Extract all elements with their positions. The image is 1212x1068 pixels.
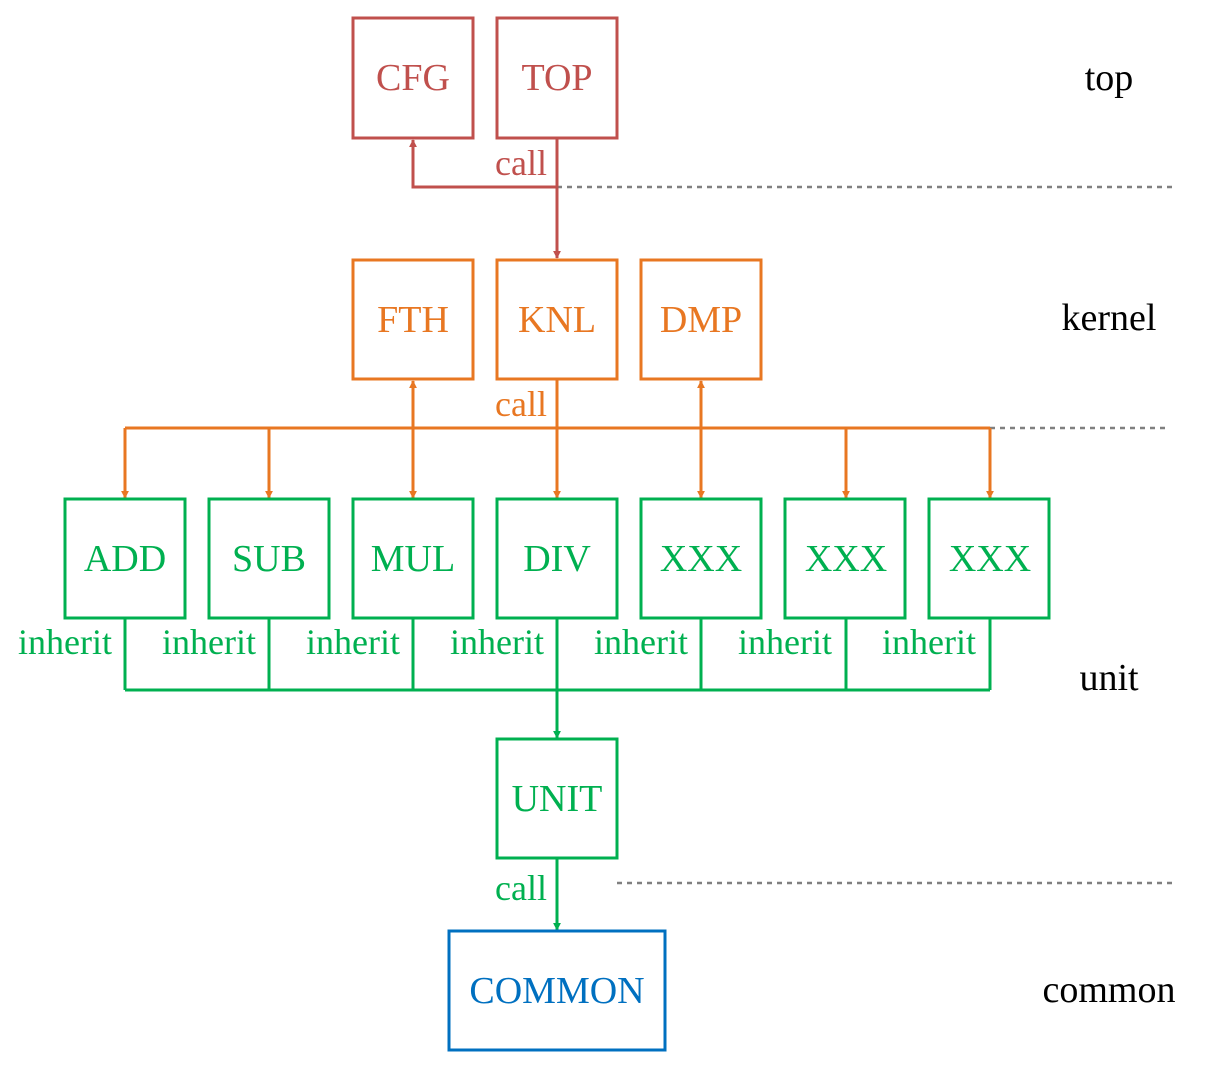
call-label-top: call <box>495 143 547 183</box>
layer-name-top: top <box>1085 57 1134 99</box>
sub-label: SUB <box>232 538 306 580</box>
xxx1-box[interactable] <box>639 497 763 620</box>
fth-box[interactable] <box>351 258 475 381</box>
inherit-label-div: inherit <box>450 622 544 662</box>
inherit-label-xxx2: inherit <box>738 622 832 662</box>
unit-box[interactable] <box>495 737 619 860</box>
cfg-label: CFG <box>376 57 450 99</box>
xxx3-box[interactable] <box>927 497 1051 620</box>
common-label: COMMON <box>469 970 644 1012</box>
mul-label: MUL <box>371 538 455 580</box>
sub-box[interactable] <box>207 497 331 620</box>
kernel-layer <box>121 258 994 499</box>
add-label: ADD <box>84 538 166 580</box>
layer-name-unit: unit <box>1079 657 1139 699</box>
add-box[interactable] <box>63 497 187 620</box>
xxx2-label: XXX <box>805 538 887 580</box>
top-layer <box>351 16 619 259</box>
layer-name-common: common <box>1043 969 1176 1011</box>
inherit-label-xxx1: inherit <box>594 622 688 662</box>
inherit-label-mul: inherit <box>306 622 400 662</box>
knl-box[interactable] <box>495 258 619 381</box>
knl-label: KNL <box>518 299 596 341</box>
common-box[interactable] <box>447 929 667 1052</box>
cfg-box[interactable] <box>351 16 475 140</box>
xxx3-label: XXX <box>949 538 1031 580</box>
dmp-label: DMP <box>660 299 742 341</box>
top-label: TOP <box>521 57 592 99</box>
fth-label: FTH <box>377 299 449 341</box>
call-arrow-top-to-cfg <box>409 138 559 189</box>
layer-separators <box>557 185 1172 885</box>
common-layer <box>447 929 667 1052</box>
layer-name-kernel: kernel <box>1062 297 1157 339</box>
inherit-label-sub: inherit <box>162 622 256 662</box>
unit-layer <box>63 497 1051 931</box>
div-label: DIV <box>523 538 591 580</box>
xxx2-box[interactable] <box>783 497 907 620</box>
xxx1-label: XXX <box>660 538 742 580</box>
div-box[interactable] <box>495 497 619 620</box>
inherit-label-xxx3: inherit <box>882 622 976 662</box>
call-label-unit: call <box>495 868 547 908</box>
unit-label: UNIT <box>512 778 603 820</box>
dmp-box[interactable] <box>639 258 763 381</box>
inherit-label-add: inherit <box>18 622 112 662</box>
call-label-kernel: call <box>495 384 547 424</box>
